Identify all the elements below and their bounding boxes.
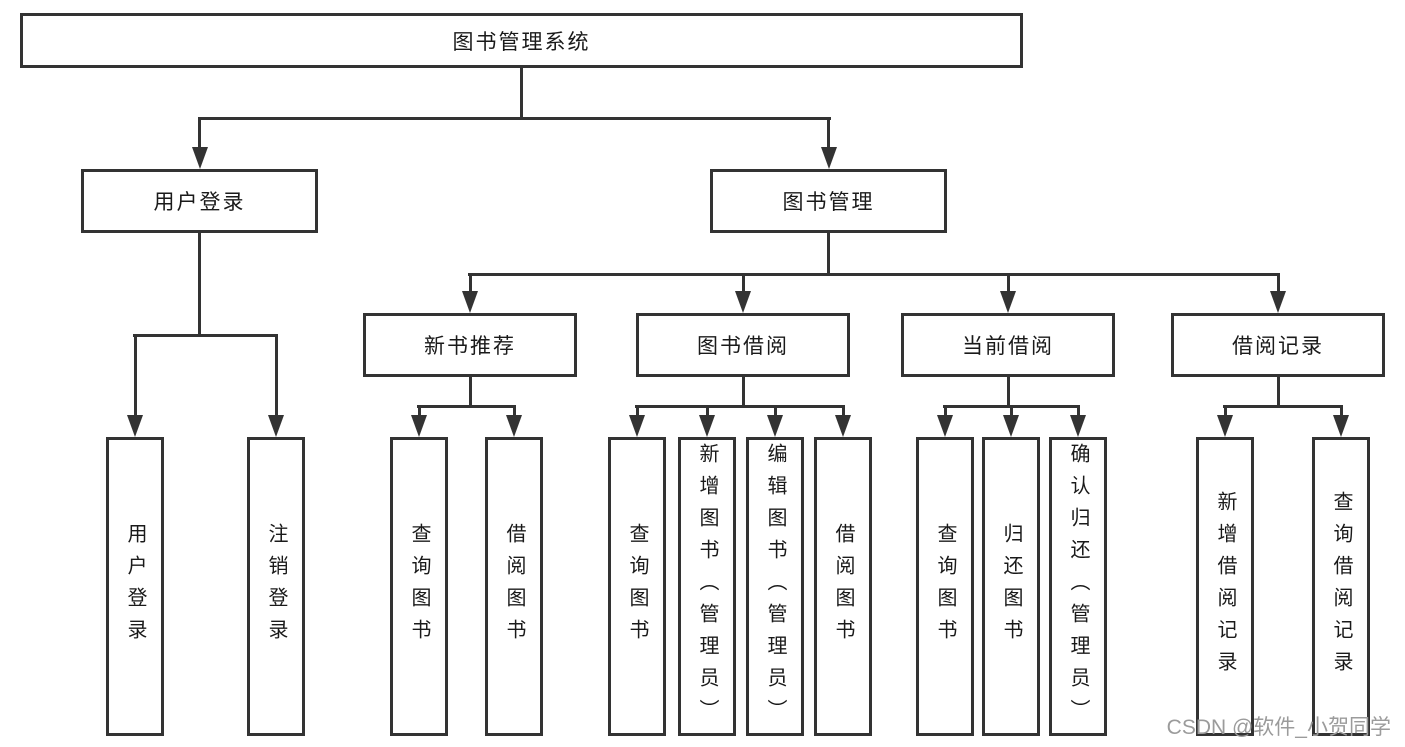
connector-line — [274, 335, 278, 421]
connector-line — [1009, 406, 1013, 421]
connector-line — [468, 274, 472, 297]
connector-line — [1276, 274, 1280, 297]
leaf-borrow-books: 借阅图书 — [814, 437, 872, 736]
node-current-borrow: 当前借阅 — [901, 313, 1115, 377]
leaf-logout: 注销登录 — [247, 437, 305, 736]
arrow-down — [411, 415, 427, 437]
arrow-down — [835, 415, 851, 437]
connector-line — [741, 274, 745, 297]
connector-line — [468, 377, 472, 408]
connector-line — [133, 335, 137, 421]
arrow-down — [1003, 415, 1019, 437]
arrow-down — [1000, 291, 1016, 313]
arrow-down — [629, 415, 645, 437]
leaf-return-books: 归还图书 — [982, 437, 1040, 736]
connector-line — [468, 272, 1280, 276]
leaf-confirm-return-admin: 确认归还（管理员） — [1049, 437, 1107, 736]
node-new-book-recommend: 新书推荐 — [363, 313, 577, 377]
leaf-borrow-books-recommend: 借阅图书 — [485, 437, 543, 736]
leaf-edit-books-admin: 编辑图书（管理员） — [746, 437, 804, 736]
arrow-down — [1070, 415, 1086, 437]
connector-line — [1006, 274, 1010, 297]
arrow-down — [1333, 415, 1349, 437]
connector-line — [417, 406, 421, 421]
connector-line — [198, 118, 201, 153]
arrow-down — [1217, 415, 1233, 437]
leaf-user-login: 用户登录 — [106, 437, 164, 736]
connector-line — [1006, 377, 1010, 408]
leaf-query-books-borrow: 查询图书 — [608, 437, 666, 736]
connector-line — [417, 404, 516, 408]
connector-line — [705, 406, 709, 421]
connector-line — [1076, 406, 1080, 421]
leaf-query-books-current: 查询图书 — [916, 437, 974, 736]
arrow-down — [937, 415, 953, 437]
node-library-management-system: 图书管理系统 — [20, 13, 1023, 68]
leaf-query-borrow-record: 查询借阅记录 — [1312, 437, 1370, 736]
node-user-login: 用户登录 — [81, 169, 318, 233]
arrow-down — [268, 415, 284, 437]
arrow-down — [820, 147, 837, 169]
connector-line — [512, 406, 516, 421]
leaf-add-borrow-record: 新增借阅记录 — [1196, 437, 1254, 736]
connector-line — [197, 116, 831, 120]
connector-line — [841, 406, 845, 421]
arrow-down — [191, 147, 208, 169]
connector-line — [1276, 377, 1280, 408]
connector-line — [773, 406, 777, 421]
arrow-down — [735, 291, 751, 313]
node-book-borrow: 图书借阅 — [636, 313, 850, 377]
connector-line — [520, 68, 523, 120]
connector-line — [741, 377, 745, 408]
leaf-add-books-admin: 新增图书（管理员） — [678, 437, 736, 736]
connector-line — [198, 233, 201, 337]
connector-line — [827, 118, 830, 153]
node-book-management: 图书管理 — [710, 169, 947, 233]
connector-line — [1339, 406, 1343, 421]
csdn-watermark: CSDN @软件_小贺同学 — [1166, 716, 1391, 739]
arrow-down — [699, 415, 715, 437]
node-borrow-record: 借阅记录 — [1171, 313, 1385, 377]
arrow-down — [767, 415, 783, 437]
arrow-down — [1270, 291, 1286, 313]
connector-line — [133, 333, 278, 337]
connector-line — [1223, 406, 1227, 421]
arrow-down — [506, 415, 522, 437]
arrow-down — [462, 291, 478, 313]
connector-line — [635, 404, 845, 408]
connector-line — [635, 406, 639, 421]
connector-line — [943, 406, 947, 421]
leaf-query-books-recommend: 查询图书 — [390, 437, 448, 736]
arrow-down — [127, 415, 143, 437]
connector-line — [827, 233, 830, 276]
connector-line — [1223, 404, 1343, 408]
